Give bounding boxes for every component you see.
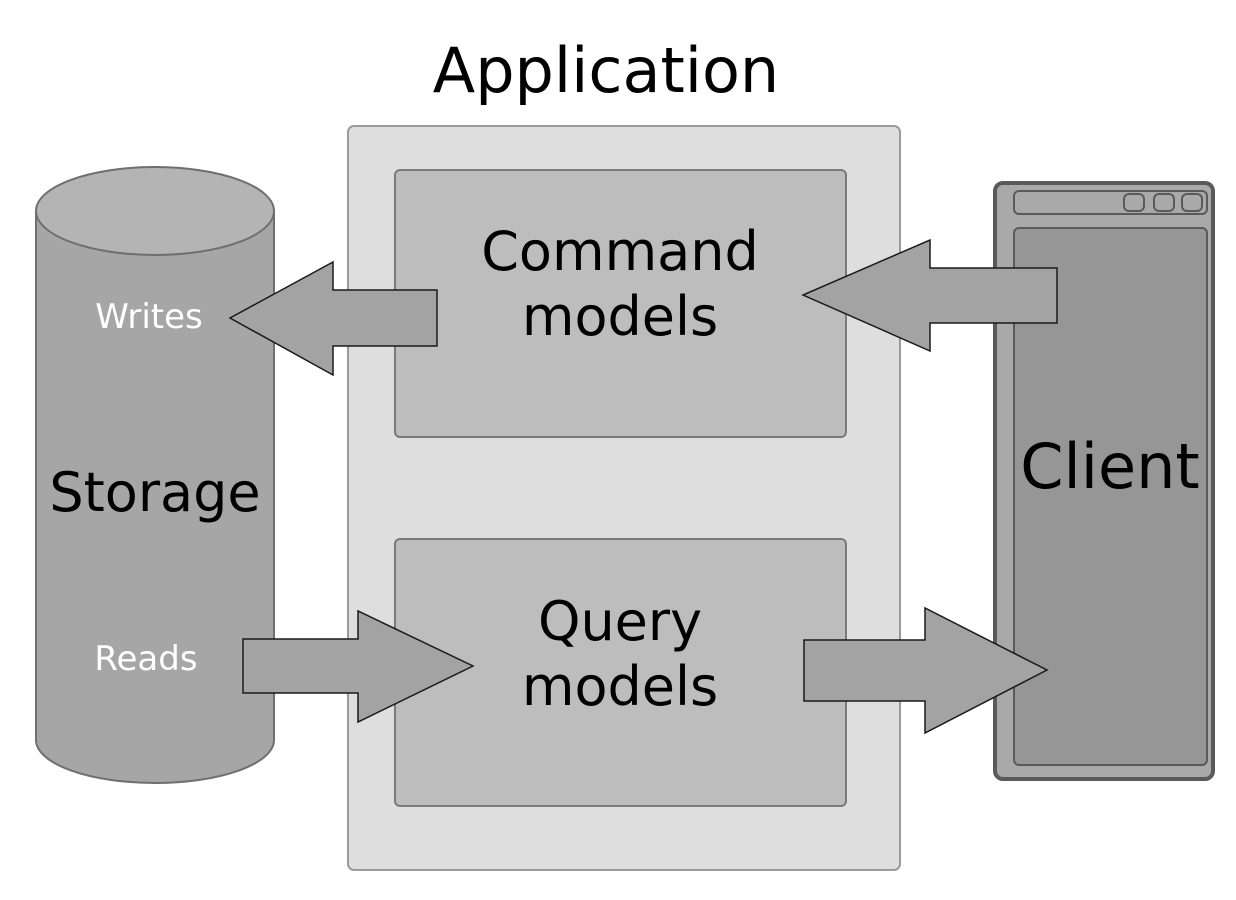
arrow-command-to-storage	[228, 260, 438, 377]
client-window-button-icon	[1181, 193, 1203, 212]
client-window-button-icon	[1153, 193, 1175, 212]
storage-cylinder-body	[35, 211, 275, 784]
command-models-block	[394, 169, 847, 438]
storage-cylinder-top	[35, 166, 275, 256]
client-window	[993, 181, 1215, 781]
client-window-button-icon	[1123, 193, 1145, 212]
client-screen	[1013, 227, 1208, 766]
arrow-storage-to-query	[242, 609, 475, 724]
client-title-bar	[1013, 190, 1208, 215]
storage-cylinder	[35, 166, 275, 784]
query-models-block	[394, 538, 847, 807]
arrow-query-to-client	[803, 606, 1049, 735]
arrow-client-to-command	[801, 238, 1058, 353]
